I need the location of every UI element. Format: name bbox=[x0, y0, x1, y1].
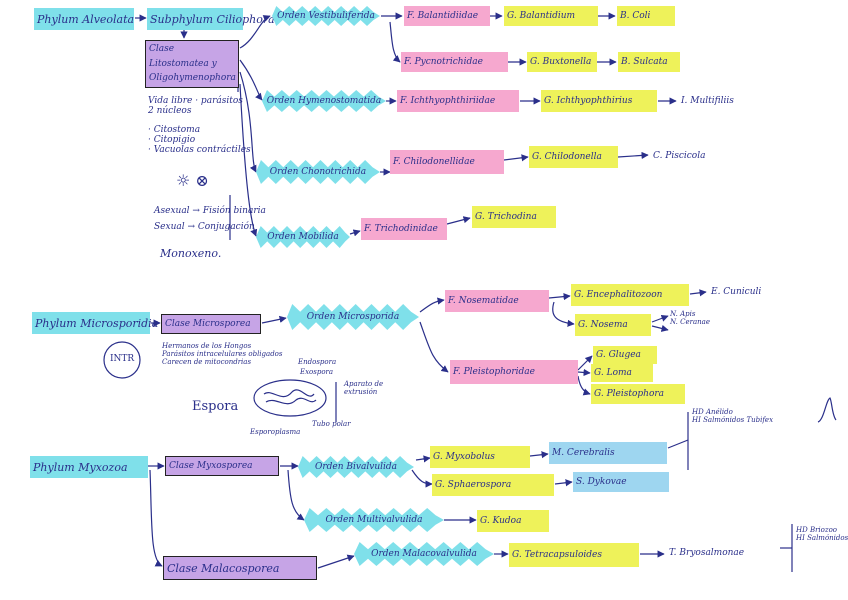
familia-trichodinidae: F. Trichodinidae bbox=[361, 218, 447, 240]
note-vida-libre: Vida libre · parásitos bbox=[148, 96, 251, 106]
familia-nosematidae: F. Nosematidae bbox=[445, 290, 549, 312]
cell-sketch-icon: ☼ ⊗ bbox=[176, 172, 209, 190]
note-asexual: Asexual → Fisión binaria bbox=[154, 206, 266, 216]
familia-ichthyophthiriidae: F. Ichthyophthiriidae bbox=[397, 90, 519, 112]
spore-tubo-polar: Tubo polar bbox=[312, 420, 351, 428]
genero-tetracapsuloides: G. Tetracapsuloides bbox=[509, 543, 639, 567]
note-monoxeno: Monoxeno. bbox=[160, 248, 221, 261]
genero-ichthyophthirius: G. Ichthyophthirius bbox=[541, 90, 657, 112]
phylum-myxozoa: Phylum Myxozoa bbox=[30, 456, 148, 478]
familia-chilodonellidae: F. Chilodonellidae bbox=[390, 150, 504, 174]
phylum-alveolata: Phylum Alveolata bbox=[34, 8, 134, 30]
genero-glugea: G. Glugea bbox=[593, 346, 657, 364]
genero-myxobolus: G. Myxobolus bbox=[430, 446, 530, 468]
note-vacuolas: · Vacuolas contráctiles bbox=[148, 145, 251, 155]
genero-encephalitozoon: G. Encephalitozoon bbox=[571, 284, 689, 306]
especie-b-coli: B. Coli bbox=[617, 6, 675, 26]
hosts-m-cerebralis: HD Anélido HI Salmónidos Tubifex bbox=[692, 408, 773, 424]
especie-e-cuniculi: E. Cuniculi bbox=[708, 282, 788, 302]
note-citopigio: · Citopigio bbox=[148, 135, 251, 145]
especie-n-apis: N. Apis bbox=[670, 310, 710, 318]
host-hi-salmonidos-2: HI Salmónidos bbox=[796, 534, 848, 542]
especie-c-piscicola: C. Piscicola bbox=[650, 146, 720, 166]
alveolata-repro-notes: Asexual → Fisión binaria Sexual → Conjug… bbox=[154, 206, 266, 233]
spore-aparato-extrusion: Aparato de extrusión bbox=[344, 380, 400, 396]
host-hd-briozoo: HD Briozoo bbox=[796, 526, 848, 534]
host-hi-salmonidos: HI Salmónidos Tubifex bbox=[692, 416, 773, 424]
alveolata-notes: Vida libre · parásitos 2 núcleos · Citos… bbox=[148, 96, 251, 156]
intr-circle-label: INTR bbox=[110, 354, 134, 364]
genero-chilodonella: G. Chilodonella bbox=[529, 146, 618, 168]
especie-b-sulcata: B. Sulcata bbox=[618, 52, 680, 72]
genero-balantidium: G. Balantidium bbox=[504, 6, 598, 26]
subphylum-ciliophora: Subphylum Ciliophora bbox=[147, 8, 243, 30]
familia-pleistophoridae: F. Pleistophoridae bbox=[450, 360, 578, 384]
note-hermanos-hongos: Hermanos de los Hongos bbox=[162, 342, 283, 350]
genero-pleistophora: G. Pleistophora bbox=[591, 384, 685, 404]
genero-nosema: G. Nosema bbox=[575, 314, 651, 336]
clase-myxosporea: Clase Myxosporea bbox=[165, 456, 279, 476]
genero-trichodina: G. Trichodina bbox=[472, 206, 556, 228]
spore-esporoplasma: Esporoplasma bbox=[250, 428, 300, 436]
phylum-microsporidia: Phylum Microsporidia bbox=[32, 312, 150, 334]
spore-endospora: Endospora bbox=[298, 358, 336, 366]
host-tubifex: Tubifex bbox=[746, 416, 773, 424]
note-nucleos: 2 núcleos bbox=[148, 106, 251, 116]
especie-i-multifiliis: I. Multifiliis bbox=[678, 90, 758, 112]
genero-sphaerospora: G. Sphaerospora bbox=[432, 474, 554, 496]
microsporidia-notes: Hermanos de los Hongos Parásitos intrace… bbox=[162, 342, 283, 366]
note-sexual: Sexual → Conjugación bbox=[154, 222, 266, 232]
clase-microsporea: Clase Microsporea bbox=[161, 314, 261, 334]
especie-m-cerebralis: M. Cerebralis bbox=[549, 442, 667, 464]
especie-s-dykovae: S. Dykovae bbox=[573, 472, 669, 492]
clase-malacosporea: Clase Malacosporea bbox=[163, 556, 317, 580]
clase-litostomatea-oligohymenophora: Clase Litostomatea y Oligohymenophora bbox=[145, 40, 239, 88]
familia-pycnotrichidae: F. Pycnotrichidae bbox=[401, 52, 508, 72]
especie-n-ceranae: N. Ceranae bbox=[670, 318, 710, 326]
hosts-t-bryosalmonae: HD Briozoo HI Salmónidos bbox=[796, 526, 848, 542]
host-hd-anelido: HD Anélido bbox=[692, 408, 773, 416]
nosema-species: N. Apis N. Ceranae bbox=[670, 310, 710, 326]
note-parasitos-intracelulares: Parásitos intracelulares obligados bbox=[162, 350, 283, 358]
note-mitocondrias: Carecen de mitocondrias bbox=[162, 358, 283, 366]
especie-t-bryosalmonae: T. Bryosalmonae bbox=[666, 542, 778, 564]
note-citostoma: · Citostoma bbox=[148, 125, 251, 135]
spore-exospora: Exospora bbox=[300, 368, 333, 376]
genero-loma: G. Loma bbox=[591, 364, 653, 382]
spore-label: Espora bbox=[192, 400, 238, 415]
genero-kudoa: G. Kudoa bbox=[477, 510, 549, 532]
genero-buxtonella: G. Buxtonella bbox=[527, 52, 597, 72]
orden-microsporida: Orden Microsporida bbox=[287, 304, 419, 330]
familia-balantidiidae: F. Balantidiidae bbox=[404, 6, 490, 26]
